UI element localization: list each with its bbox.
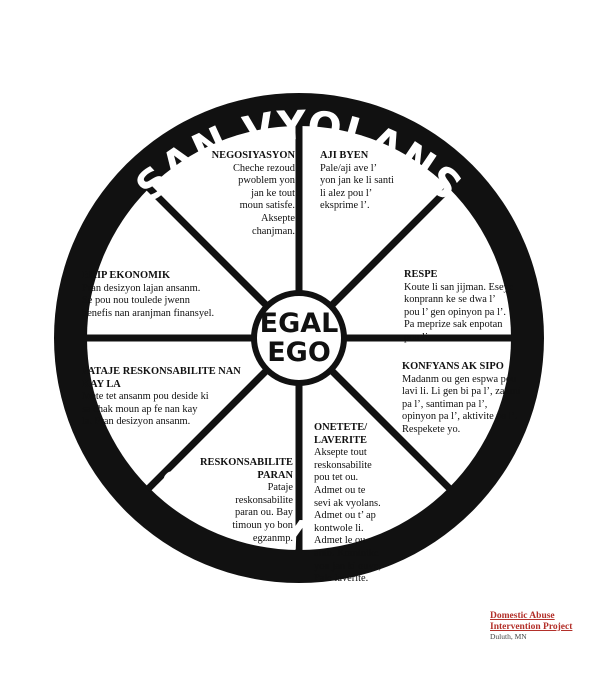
- segment-body: Pale/aji ave l’ yon jan ke li santi li a…: [320, 162, 394, 212]
- hub-label-line-1: EGAL: [260, 308, 339, 339]
- segment-body: Aksepte tout reskonsabilite pou tet ou. …: [314, 447, 381, 585]
- segment-economic-partnership: EKIP EKONOMIK Pran desizyon lajan ansanm…: [82, 270, 214, 320]
- segment-heading: AJI BYEN: [320, 150, 369, 161]
- segment-trust-support: KONFYANS AK SIPO Madanm ou gen espwa pou…: [402, 361, 521, 437]
- hub-circle: [251, 290, 347, 386]
- segment-heading: ONETETE/ LAVERITE: [314, 422, 368, 446]
- segment-heading: RESPE: [404, 269, 438, 280]
- wheel-spoke: [145, 366, 271, 492]
- segment-non-threatening: AJI BYEN Pale/aji ave l’ yon jan ke li s…: [320, 150, 394, 213]
- segment-heading: KONFYANS AK SIPO: [402, 361, 504, 372]
- wheel-spoke: [145, 184, 271, 310]
- segment-body: Cheche rezoud pwoblem yon jan ke tout mo…: [232, 162, 295, 237]
- segment-heading: NEGOSIYASYON: [211, 150, 295, 161]
- segment-negotiation: NEGOSIYASYON Cheche rezoud pwoblem yon j…: [212, 150, 295, 238]
- segment-body: Madanm ou gen espwa pou lavi li. Li gen …: [402, 373, 521, 435]
- segment-body: Pataje reskonsabilite paran ou. Bay timo…: [232, 482, 293, 544]
- segment-heading: RESKONSABILITE PARAN: [200, 457, 293, 481]
- segment-shared-responsibility: PATAJE RESKONSABILITE NAN KAY LA Mete te…: [82, 366, 241, 429]
- segment-heading: PATAJE RESKONSABILITE NAN KAY LA: [82, 366, 241, 390]
- credit-organization: Domestic Abuse Intervention Project: [490, 611, 573, 632]
- credit-location: Duluth, MN: [490, 632, 527, 641]
- credit-block: Domestic Abuse Intervention Project Dulu…: [490, 611, 572, 642]
- segment-honesty: ONETETE/ LAVERITE Aksepte tout reskonsab…: [314, 422, 381, 586]
- segment-respect: RESPE Koute li san jijman. Eseye konpran…: [404, 269, 513, 345]
- segment-body: Koute li san jijman. Eseye konprann ke s…: [404, 281, 514, 343]
- segment-body: Mete tet ansanm pou deside ki sa chak mo…: [82, 391, 209, 428]
- hub-label-line-2: EGO: [267, 337, 331, 368]
- segment-parenting: RESKONSABILITE PARAN Pataje reskonsabili…: [200, 457, 293, 545]
- segment-body: Pran desizyon lajan ansanm. Se pou nou t…: [82, 282, 215, 319]
- wheel-spoke: [327, 184, 453, 310]
- wheel-spoke: [327, 366, 453, 492]
- segment-heading: EKIP EKONOMIK: [82, 270, 171, 281]
- wheel-spokes: [85, 124, 513, 552]
